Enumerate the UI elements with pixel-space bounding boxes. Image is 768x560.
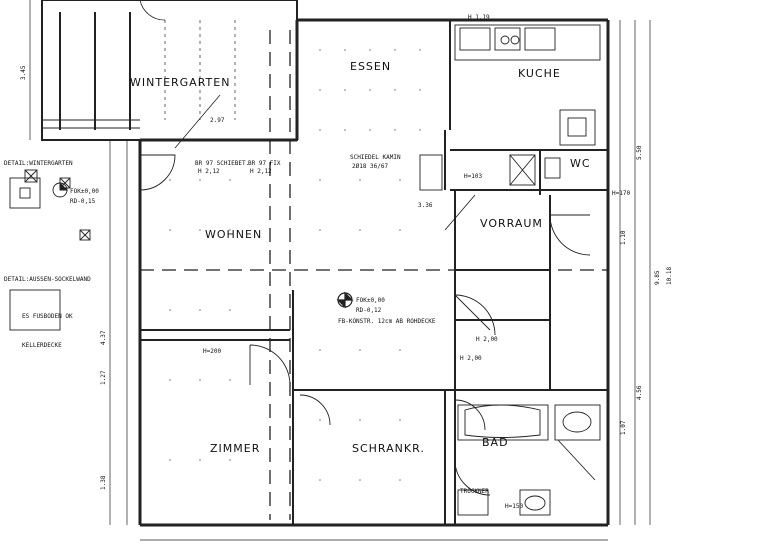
dim-9-85: 9.85 [654, 270, 661, 285]
door-height-a: H 2,00 [476, 336, 498, 343]
detail-note-fussboden: ES FUSBODEN OK [22, 313, 73, 320]
level-rd-2: RD-0,12 [356, 307, 382, 314]
dim-4-37: 4.37 [100, 330, 107, 345]
level-fok-2: FOK±0,00 [356, 297, 385, 304]
room-label-zimmer: ZIMMER [210, 442, 261, 455]
dim-1-27: 1.27 [100, 370, 107, 385]
dim-1-38: 1.38 [100, 475, 107, 490]
note-kamin-size: 2Ø18 36/67 [352, 163, 389, 170]
level-fok-1: FOK±0,00 [70, 188, 99, 195]
dim-10-18: 10.18 [666, 266, 673, 285]
outer-walls [138, 18, 610, 527]
window-height-a: H 2,12 [198, 168, 220, 175]
room-label-vorraum: VORRAUM [480, 217, 543, 230]
dim-4-56: 4.56 [636, 385, 643, 400]
window-height-b: H 2,12 [250, 168, 272, 175]
detail-note-wintergarten: DETAIL:WINTERGARTEN [4, 160, 73, 167]
appliance-trockner: TROCKNER [460, 488, 489, 495]
interior-walls [140, 20, 608, 525]
sill-height-150: H=150 [505, 503, 524, 510]
sill-height-170: H=170 [612, 190, 631, 197]
sill-height-103: H=103 [464, 173, 483, 180]
detail-note-sockelwand: DETAIL:AUSSEN-SOCKELWAND [4, 276, 91, 283]
kitchen-fixtures [419, 24, 601, 191]
window-note-fix: BR 97 FIX [248, 160, 281, 167]
wintergarten-structure [41, 0, 298, 149]
level-rd-1: RD-0,15 [70, 198, 96, 205]
room-label-bad: BAD [482, 436, 509, 449]
door-height-b: H 2,00 [460, 355, 482, 362]
doors [139, 154, 591, 496]
room-label-wohnen: WOHNEN [205, 228, 263, 241]
window-height-top: H 1,19 [468, 14, 490, 21]
note-fb-konstr: FB-KONSTR. 12cm AB ROHDECKE [338, 318, 436, 325]
grid-dots [169, 49, 421, 481]
dim-1-07: 1.07 [620, 420, 627, 435]
room-label-wc: WC [570, 157, 591, 170]
dimension-lines [29, 0, 651, 541]
dim-2-97: 2.97 [210, 117, 225, 124]
room-label-kuche: KUCHE [518, 67, 561, 80]
detail-markers [9, 169, 91, 331]
beam-lines [140, 30, 608, 520]
room-label-wintergarten: WINTERGARTEN [130, 76, 231, 89]
bathroom-fixtures [457, 154, 601, 516]
dim-1-10: 1.10 [620, 230, 627, 245]
dim-3-36: 3.36 [418, 202, 433, 209]
door-height-c: H=200 [203, 348, 222, 355]
room-label-schrankraum: SCHRANKR. [352, 442, 425, 455]
window-note-schiebet: BR 97 SCHIEBET. [195, 160, 250, 167]
note-kamin: SCHIEDEL KAMIN [350, 154, 401, 161]
dim-3-45: 3.45 [20, 65, 27, 80]
dim-5-50: 5.50 [636, 145, 643, 160]
detail-note-kellerdecke: KELLERDECKE [22, 342, 62, 349]
room-label-essen: ESSEN [350, 60, 392, 73]
chimney-symbol [336, 291, 354, 309]
